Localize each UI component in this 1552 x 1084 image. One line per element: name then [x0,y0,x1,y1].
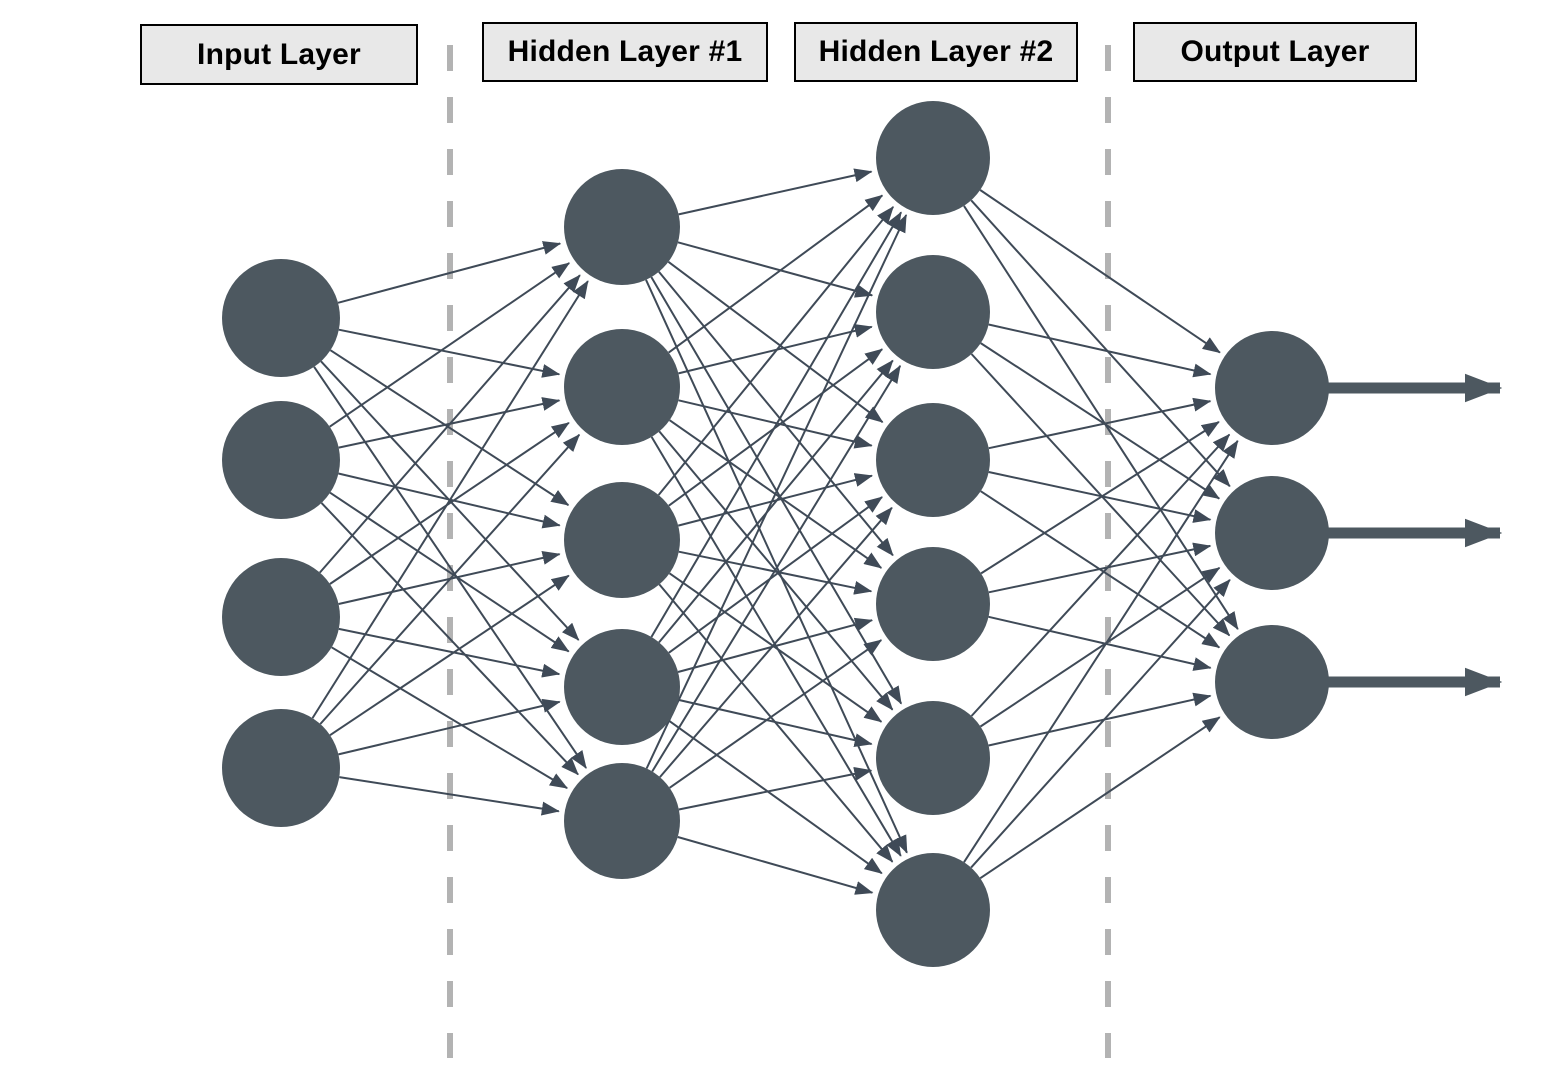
edge-hidden1-5-to-hidden2-2 [651,364,902,773]
edge-hidden1-3-to-hidden2-1 [657,206,894,496]
edge-input-4-to-hidden1-3 [329,574,570,737]
edge-input-1-to-hidden1-2 [338,328,561,378]
edge-input-1-to-hidden1-3 [329,349,570,506]
neuron-input-2[interactable] [222,401,340,519]
edge-hidden2-4-to-output-2 [988,542,1212,594]
layer-label-input-layer: Input Layer [140,24,418,85]
edge-hidden2-4-to-output-3 [988,615,1212,671]
edge-input-4-to-hidden1-5 [339,776,560,816]
edge-input-2-to-hidden1-3 [338,472,561,529]
edge-hidden1-5-to-hidden2-1 [645,214,908,769]
edge-input-2-to-hidden1-4 [329,491,570,653]
edge-hidden2-5-to-output-3 [988,692,1212,747]
neuron-input-1[interactable] [222,259,340,377]
edge-hidden1-1-to-hidden2-2 [677,241,874,298]
edge-input-3-to-hidden1-1 [319,274,581,574]
edge-hidden2-1-to-output-1 [979,189,1221,354]
edge-hidden1-4-to-hidden2-4 [677,617,874,673]
edge-hidden1-3-to-hidden2-5 [668,572,883,723]
edge-hidden1-2-to-hidden2-3 [678,399,873,449]
neuron-hidden2-5[interactable] [876,701,990,815]
edge-hidden2-5-to-output-2 [979,566,1221,728]
edge-hidden1-1-to-hidden2-1 [678,168,873,216]
edge-hidden2-6-to-output-2 [970,579,1231,869]
edge-hidden1-4-to-hidden2-3 [668,496,883,654]
edge-hidden2-2-to-output-3 [970,353,1231,637]
neuron-hidden2-2[interactable] [876,255,990,369]
edge-hidden1-4-to-hidden2-1 [650,211,902,638]
edge-hidden1-5-to-hidden2-4 [669,639,883,789]
neuron-hidden1-1[interactable] [564,169,680,285]
neuron-hidden2-4[interactable] [876,547,990,661]
neuron-hidden1-3[interactable] [564,482,680,598]
layer-label-hidden-layer-1: Hidden Layer #1 [482,22,768,82]
layer-dividers [447,45,1111,1058]
edge-hidden2-2-to-output-2 [980,342,1221,500]
neuron-input-3[interactable] [222,558,340,676]
edge-hidden1-1-to-hidden2-6 [645,279,908,854]
edge-hidden1-5-to-hidden2-3 [659,506,893,778]
edge-hidden1-3-to-hidden2-3 [677,473,873,527]
edge-hidden2-5-to-output-1 [970,433,1231,717]
edge-hidden2-1-to-output-3 [963,205,1239,630]
layer-label-hidden-layer-2: Hidden Layer #2 [794,22,1078,82]
edge-hidden1-2-to-hidden2-2 [678,323,873,375]
neuron-hidden2-6[interactable] [876,853,990,967]
edge-input-4-to-hidden1-2 [319,433,581,725]
edge-input-4-to-hidden1-4 [338,698,561,756]
neuron-hidden1-5[interactable] [564,763,680,879]
edge-input-1-to-hidden1-1 [337,241,562,304]
layer-label-output-layer: Output Layer [1133,22,1417,82]
edge-hidden2-6-to-output-3 [979,716,1221,880]
edge-input-1-to-hidden1-5 [313,366,587,769]
edge-input-3-to-hidden1-5 [331,646,568,789]
edge-input-2-to-hidden1-1 [329,262,571,428]
edge-hidden2-6-to-output-1 [963,439,1239,863]
neuron-hidden2-3[interactable] [876,403,990,517]
neuron-input-4[interactable] [222,709,340,827]
neuron-hidden1-2[interactable] [564,329,680,445]
edge-hidden1-1-to-hidden2-4 [658,271,894,557]
neuron-hidden2-1[interactable] [876,101,990,215]
neuron-hidden1-4[interactable] [564,629,680,745]
edge-hidden2-3-to-output-1 [988,397,1212,450]
edge-hidden1-2-to-hidden2-1 [668,194,884,354]
neuron-output-3[interactable] [1215,625,1329,739]
edge-hidden1-1-to-hidden2-3 [667,260,884,424]
edge-hidden2-4-to-output-1 [980,421,1220,575]
edge-hidden2-1-to-output-2 [970,199,1231,488]
edge-hidden2-3-to-output-2 [988,471,1212,523]
edge-hidden1-4-to-hidden2-2 [658,359,894,644]
edge-hidden1-4-to-hidden2-6 [668,719,883,875]
edge-hidden1-5-to-hidden2-6 [677,836,874,895]
edge-hidden1-5-to-hidden2-5 [678,767,873,811]
edge-hidden1-4-to-hidden2-5 [678,698,873,748]
edge-input-4-to-hidden1-1 [311,280,589,719]
connection-edges [311,168,1239,895]
edge-hidden2-2-to-output-1 [988,323,1212,378]
neuron-output-2[interactable] [1215,476,1329,590]
neuron-output-1[interactable] [1215,331,1329,445]
neuron-nodes [222,101,1329,967]
edge-input-2-to-hidden1-5 [320,502,579,776]
edge-input-3-to-hidden1-2 [329,421,570,585]
edge-input-3-to-hidden1-4 [338,627,561,678]
